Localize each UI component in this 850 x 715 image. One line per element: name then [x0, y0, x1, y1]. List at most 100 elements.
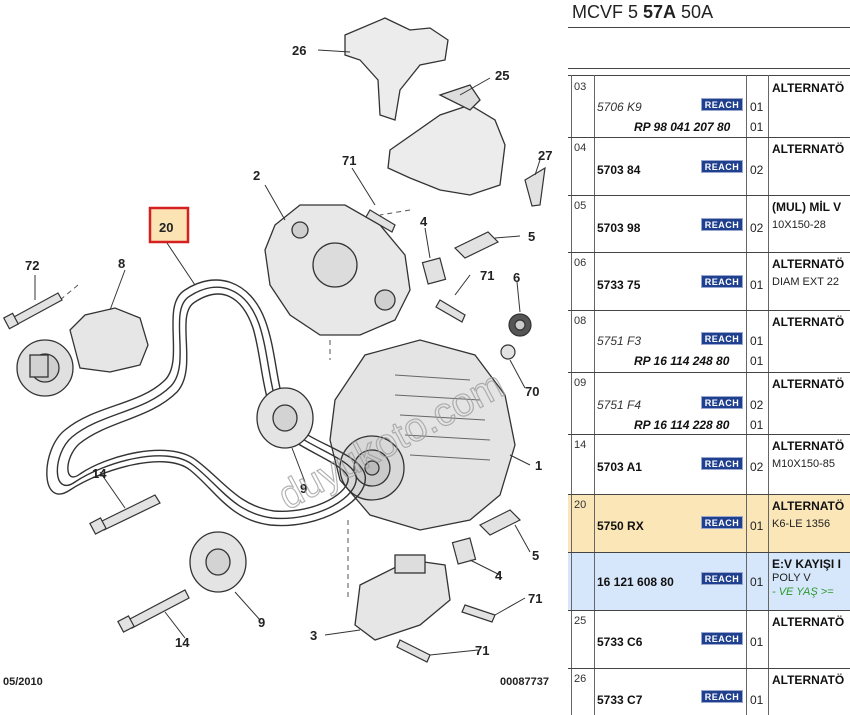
- replacement-ref[interactable]: RP 16 114 228 80: [634, 418, 730, 432]
- part-description: E:V KAYIŞI I: [772, 557, 841, 571]
- divider: [568, 75, 850, 76]
- title-prefix: MCVF 5: [572, 2, 644, 22]
- row-index: 04: [574, 142, 587, 154]
- callout-8[interactable]: 8: [118, 256, 125, 271]
- reach-badge: REACH: [701, 98, 743, 111]
- row-index: 05: [574, 200, 587, 212]
- callout-72[interactable]: 72: [25, 258, 39, 273]
- quantity: 02: [750, 163, 764, 177]
- part-ref[interactable]: 5703 A1: [597, 460, 642, 474]
- row-index: 03: [574, 81, 587, 93]
- reach-badge: REACH: [701, 572, 743, 585]
- callout-9[interactable]: 9: [300, 481, 307, 496]
- quantity: 01: [750, 334, 764, 348]
- row-index: 26: [574, 673, 587, 685]
- table-row[interactable]: 05 5703 98 REACH 02 (MUL) MİL V 10X150-2…: [574, 197, 850, 251]
- callout-4[interactable]: 4: [420, 214, 428, 229]
- reach-badge: REACH: [701, 275, 743, 288]
- part-spec: K6-LE 1356: [772, 518, 831, 530]
- table-row[interactable]: 04 5703 84 REACH 02 ALTERNATÖ: [574, 139, 850, 194]
- col-sep: [746, 75, 747, 715]
- table-row[interactable]: 08 5751 F3 REACH 01 RP 16 114 248 80 01 …: [574, 312, 850, 371]
- upper-bracket: [344, 17, 506, 196]
- reach-badge: REACH: [701, 457, 743, 470]
- callout-2[interactable]: 2: [253, 168, 260, 183]
- callout-71b[interactable]: 71: [480, 268, 494, 283]
- part-ref[interactable]: 5750 RX: [597, 519, 644, 533]
- reach-badge: REACH: [701, 160, 743, 173]
- quantity: 01: [750, 100, 764, 114]
- lower-bracket: [354, 554, 451, 641]
- part-description: ALTERNATÖ: [772, 439, 845, 453]
- part-ref[interactable]: 5733 C7: [597, 693, 643, 707]
- part-description: ALTERNATÖ: [772, 257, 845, 271]
- part-ref[interactable]: 5703 84: [597, 163, 641, 177]
- tensioner: [16, 307, 149, 397]
- callout-27[interactable]: 27: [538, 148, 552, 163]
- callout-5b[interactable]: 5: [532, 548, 539, 563]
- callout-70[interactable]: 70: [525, 384, 539, 399]
- callout-71[interactable]: 71: [342, 153, 356, 168]
- title-bold: 57A: [643, 2, 677, 22]
- part-spec: 10X150-28: [772, 219, 826, 231]
- table-row[interactable]: 03 5706 K9 REACH 01 RP 98 041 207 80 01 …: [574, 78, 850, 136]
- reach-badge: REACH: [701, 516, 743, 529]
- replacement-ref[interactable]: RP 98 041 207 80: [634, 120, 731, 134]
- callout-3[interactable]: 3: [310, 628, 317, 643]
- row-index: 20: [574, 499, 587, 511]
- poly-v-belt: [46, 279, 366, 527]
- diagram-code: 00087737: [500, 676, 549, 688]
- col-sep: [768, 75, 769, 715]
- quantity-secondary: 01: [750, 418, 764, 432]
- row-sep: [568, 610, 850, 611]
- callout-4b[interactable]: 4: [495, 568, 503, 583]
- part-ref[interactable]: 5751 F3: [597, 334, 642, 348]
- callout-9b[interactable]: 9: [258, 615, 265, 630]
- callout-20[interactable]: 20: [159, 220, 173, 235]
- table-row[interactable]: 06 5733 75 REACH 01 ALTERNATÖ DIAM EXT 2…: [574, 254, 850, 309]
- callout-26[interactable]: 26: [292, 43, 306, 58]
- table-row-selected[interactable]: 20 5750 RX REACH 01 ALTERNATÖ K6-LE 1356: [574, 496, 850, 551]
- table-row-linked[interactable]: 16 121 608 80 REACH 01 E:V KAYIŞI I POLY…: [574, 554, 850, 609]
- callout-1[interactable]: 1: [535, 458, 542, 473]
- parts-diagram: 26 25 71 27 2 4 5 20 71 72 8 6 70 1 9 14…: [2, 17, 553, 688]
- part-ref[interactable]: 5706 K9: [597, 100, 642, 114]
- col-sep: [571, 75, 572, 715]
- part-ref[interactable]: 5733 C6: [597, 635, 643, 649]
- callout-71c[interactable]: 71: [528, 591, 542, 606]
- table-row[interactable]: 26 5733 C7 REACH 01 ALTERNATÖ: [574, 670, 850, 715]
- callout-71d[interactable]: 71: [475, 643, 489, 658]
- reach-badge: REACH: [701, 690, 743, 703]
- replacement-ref[interactable]: RP 16 114 248 80: [634, 354, 730, 368]
- part-note: - VE YAŞ >=: [772, 586, 834, 598]
- idler-pulleys: [189, 387, 314, 593]
- col-sep: [594, 75, 595, 715]
- callout-5[interactable]: 5: [528, 229, 535, 244]
- part-ref[interactable]: 5751 F4: [597, 398, 642, 412]
- quantity: 01: [750, 693, 764, 707]
- part-ref[interactable]: 16 121 608 80: [597, 575, 674, 589]
- table-row[interactable]: 09 5751 F4 REACH 02 RP 16 114 228 80 01 …: [574, 374, 850, 433]
- selected-callout-box[interactable]: [148, 206, 190, 244]
- bolts: [2, 166, 546, 663]
- callout-labels: 26 25 71 27 2 4 5 20 71 72 8 6 70 1 9 14…: [25, 43, 552, 658]
- callout-25[interactable]: 25: [495, 68, 509, 83]
- table-row[interactable]: 25 5733 C6 REACH 01 ALTERNATÖ: [574, 612, 850, 667]
- row-sep: [568, 494, 850, 495]
- row-index: 09: [574, 377, 587, 389]
- row-sep: [568, 195, 850, 196]
- row-sep: [568, 372, 850, 373]
- table-row[interactable]: 14 5703 A1 REACH 02 ALTERNATÖ M10X150-85: [574, 436, 850, 493]
- row-sep: [568, 668, 850, 669]
- callout-6[interactable]: 6: [513, 270, 520, 285]
- part-description: ALTERNATÖ: [772, 499, 845, 513]
- row-sep: [568, 252, 850, 253]
- row-sep: [568, 552, 850, 553]
- callout-14b[interactable]: 14: [175, 635, 190, 650]
- part-ref[interactable]: 5703 98: [597, 221, 641, 235]
- pump-body: [264, 204, 411, 336]
- quantity: 01: [750, 519, 764, 533]
- callout-14[interactable]: 14: [92, 466, 107, 481]
- row-index: 25: [574, 615, 587, 627]
- part-ref[interactable]: 5733 75: [597, 278, 641, 292]
